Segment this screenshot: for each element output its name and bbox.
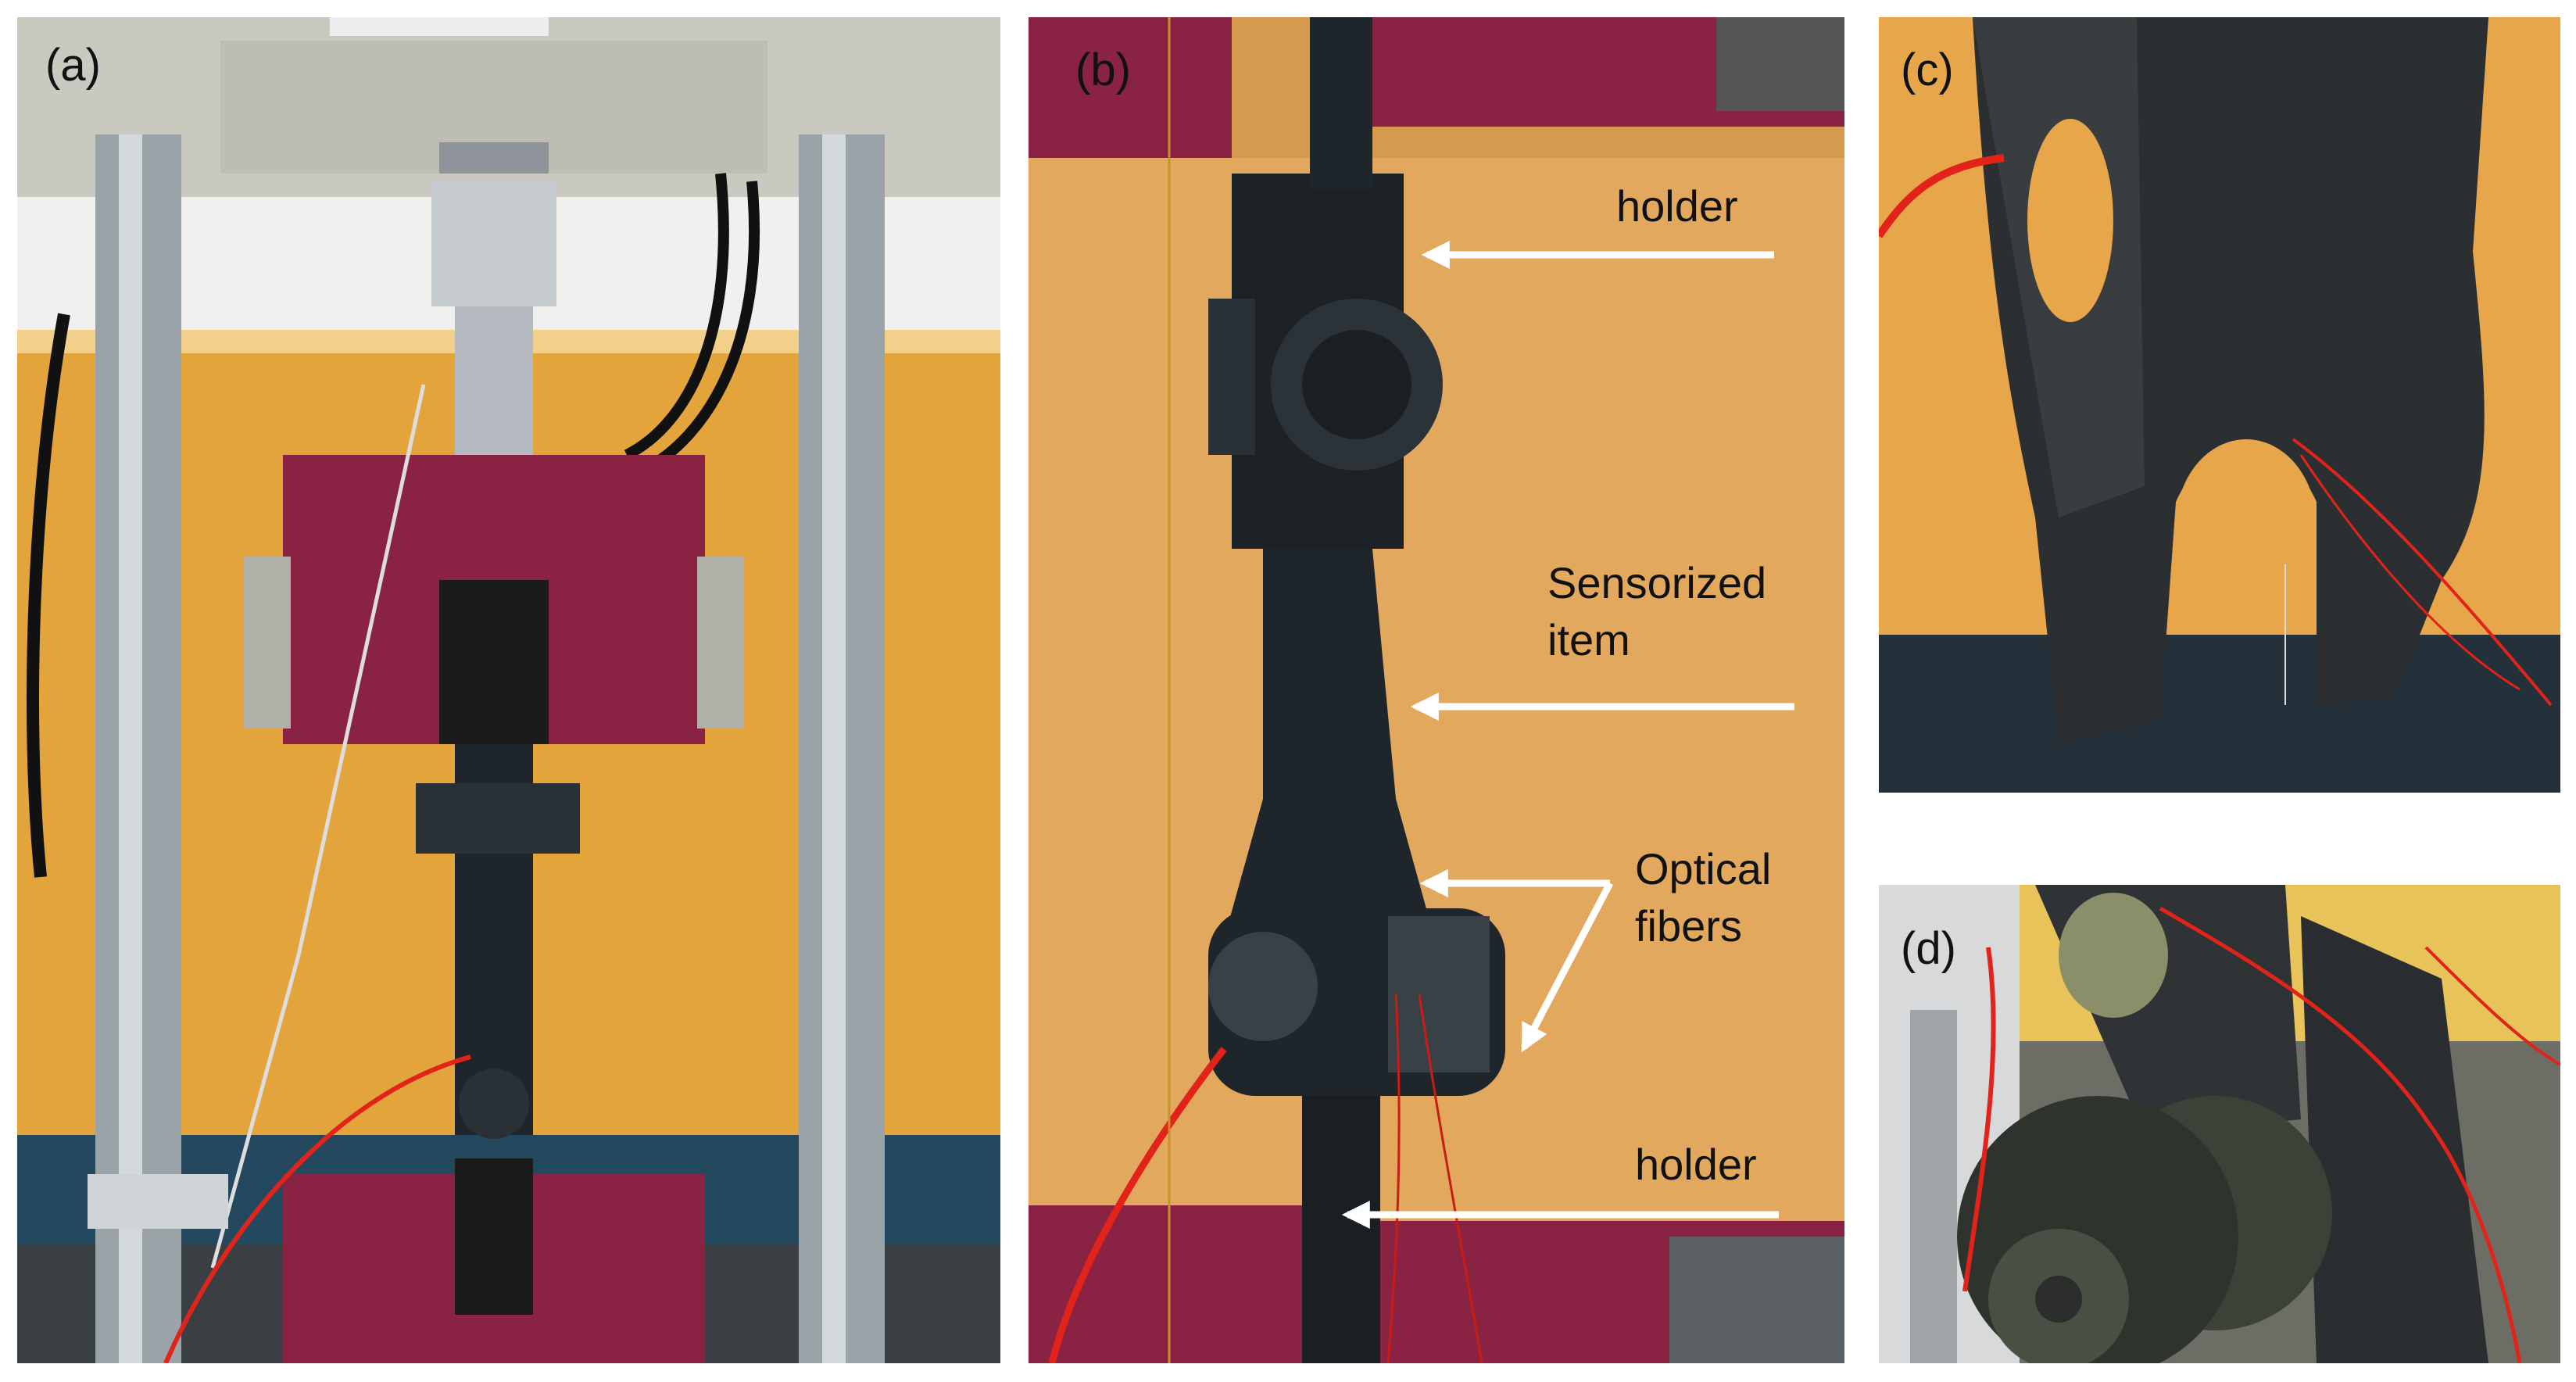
panel-c-illustration	[1879, 17, 2560, 793]
panel-d-label: (d)	[1901, 923, 1956, 974]
panel-b-label: (b)	[1075, 45, 1131, 95]
holder-top-annotation: holder	[1616, 178, 1738, 235]
sensorized-item-line1: Sensorized	[1547, 558, 1767, 607]
panel-d-illustration	[1879, 885, 2560, 1363]
panel-a-photo: (a)	[17, 17, 1000, 1363]
holder-bottom-annotation: holder	[1635, 1137, 1757, 1194]
panel-c-label: (c)	[1901, 45, 1954, 95]
panel-d-photo: (d)	[1879, 885, 2560, 1363]
holder-top-text: holder	[1616, 181, 1738, 231]
sensorized-item-line2: item	[1547, 614, 1630, 664]
panel-a-label: (a)	[45, 40, 101, 91]
panel-a-illustration	[17, 17, 1000, 1363]
panel-c-photo: (c)	[1879, 17, 2560, 793]
holder-bottom-text: holder	[1635, 1140, 1757, 1189]
optical-fibers-line1: Optical	[1635, 844, 1772, 893]
sensorized-item-annotation: Sensorized item	[1547, 555, 1766, 669]
optical-fibers-line2: fibers	[1635, 900, 1742, 951]
optical-fibers-annotation: Optical fibers	[1635, 841, 1771, 955]
